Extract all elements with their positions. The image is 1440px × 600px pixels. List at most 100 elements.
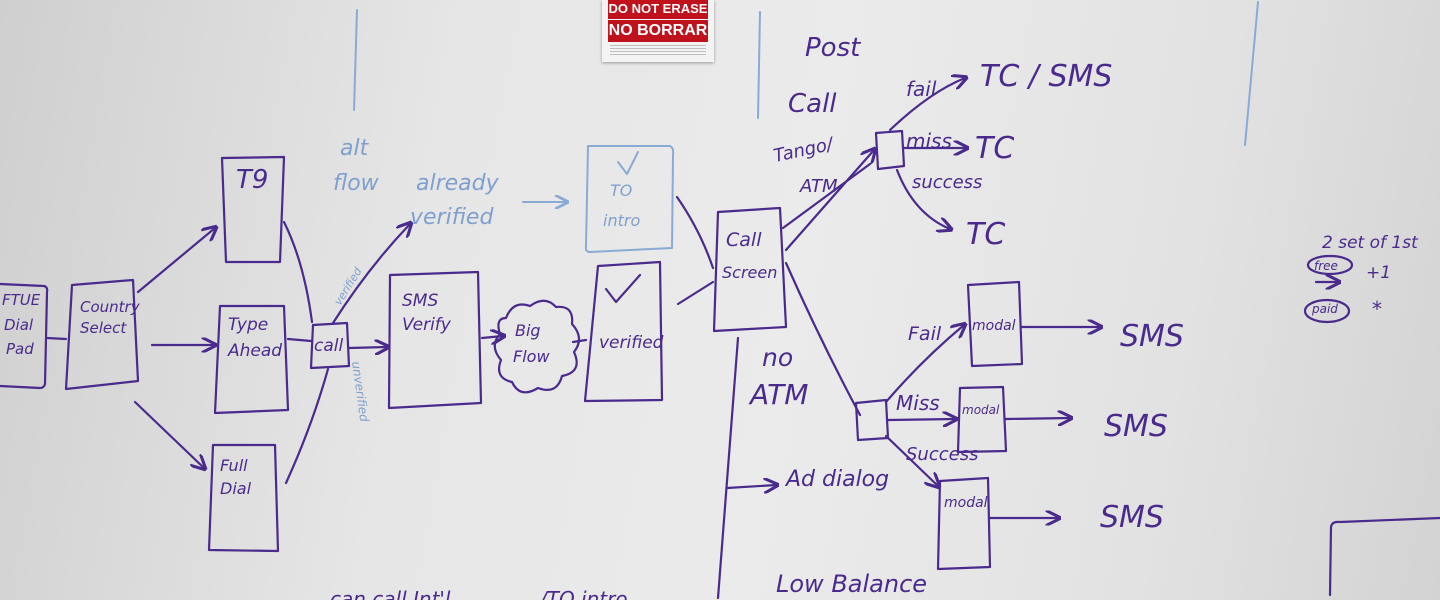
free-circle: [1306, 254, 1354, 276]
bottom-left-note: can call Int'l: [330, 587, 451, 600]
arrow-call-verified-up: [331, 224, 410, 325]
ftue-label-2: Dial: [4, 316, 34, 334]
paid-label: paid: [1311, 302, 1338, 316]
arrow-fail: [888, 78, 965, 132]
do-not-erase-sign: DO NOT ERASE NO BORRAR: [602, 0, 714, 62]
flow-annotations: alt flow already verified verified unver…: [330, 33, 1184, 600]
type-ahead-label-1: Type: [228, 315, 268, 335]
fail-label: fail: [906, 77, 937, 101]
arrow-smsverify-bigflow: [480, 336, 503, 338]
diagram-arrows: [45, 78, 1338, 600]
modal-1-label: modal: [972, 318, 1016, 334]
line-callscreen-postcall-2: [781, 162, 872, 230]
line-verified-callscreen: [676, 280, 715, 306]
no-atm-decision: [854, 398, 890, 442]
sms-verify-label-2: Verify: [402, 315, 452, 335]
call-screen-label-2: Screen: [722, 263, 777, 282]
no-atm-label-2: ATM: [748, 378, 808, 411]
no-atm-label-1: no: [762, 343, 793, 372]
to-intro-box: [584, 145, 675, 253]
to-intro-label-1: TO: [610, 181, 632, 200]
already-label: already: [416, 171, 500, 196]
tc-label-1: TC: [975, 131, 1014, 166]
alt-flow-verified-label: verified: [410, 205, 494, 230]
arrow-ftue-country: [45, 336, 68, 341]
call-label: call: [314, 336, 343, 356]
arrow-modal2-sms: [1004, 418, 1070, 419]
sign-line-1: DO NOT ERASE: [608, 0, 708, 19]
fail-2-label: Fail: [908, 323, 942, 345]
modal-2-label: modal: [962, 403, 1000, 417]
verified-box: [583, 260, 664, 403]
ftue-label-1: FTUE: [2, 291, 41, 309]
call-box: [309, 321, 351, 370]
to-intro-label-2: intro: [603, 211, 640, 230]
sms-label-1: SMS: [1120, 319, 1184, 354]
big-flow-label-1: Big: [515, 321, 541, 340]
side-note-title: 2 set of 1st: [1322, 233, 1419, 253]
big-flow-cloud: [493, 299, 581, 394]
post-call-label-2: Call: [788, 89, 837, 119]
country-select-box: [64, 278, 140, 391]
full-dial-label-2: Dial: [220, 479, 252, 498]
arrow-call-smsverify: [347, 347, 387, 348]
post-call-decision: [874, 129, 906, 171]
full-dial-box: [207, 443, 280, 553]
arrow-noatm-modal1: [884, 325, 964, 404]
modal-3-label: modal: [944, 495, 988, 511]
ftue-label-3: Pad: [6, 340, 34, 358]
success-2-label: Success: [906, 444, 978, 465]
blue-rule-lines: [353, 1, 1259, 146]
unverified-edge-label: unverified: [349, 360, 371, 422]
sms-verify-label-1: SMS: [402, 291, 438, 311]
arrow-callscreen-postcall: [784, 150, 874, 252]
line-t9-call: [282, 220, 314, 324]
alt-flow-label-2: flow: [333, 171, 380, 196]
call-screen-label-1: Call: [726, 229, 762, 251]
sign-line-2: NO BORRAR: [608, 20, 708, 42]
checkmark-verified: [604, 273, 642, 304]
miss-label: miss: [906, 129, 952, 153]
line-intro-callscreen: [675, 195, 715, 270]
miss-2-label: Miss: [896, 391, 940, 415]
modal-box-2: [956, 385, 1008, 454]
line-typeahead-call: [286, 337, 313, 343]
star-label: *: [1372, 297, 1382, 321]
alt-flow-label-1: alt: [340, 136, 370, 161]
tango-atm-label-2: ATM: [799, 176, 838, 197]
country-label-1: Country: [80, 298, 141, 316]
arrow-noatm-modal2: [886, 419, 955, 420]
ad-dialog-label: Ad dialog: [784, 467, 889, 492]
arrow-country-fulldial: [133, 400, 204, 468]
type-ahead-label-2: Ahead: [227, 341, 282, 361]
t9-label: T9: [236, 165, 268, 195]
type-ahead-box: [213, 304, 290, 415]
line-bigflow-verified: [571, 338, 588, 344]
paid-circle: [1303, 298, 1351, 324]
call-screen-box: [712, 206, 788, 333]
arrow-country-t9: [136, 228, 215, 294]
line-callscreen-noatm: [784, 261, 862, 417]
sign-fine-print: [610, 45, 706, 57]
success-label: success: [912, 172, 982, 193]
sms-label-2: SMS: [1104, 409, 1168, 444]
full-dial-label-1: Full: [220, 456, 248, 475]
bottom-middle-note: /TO intro: [538, 587, 628, 600]
tango-atm-label-1: Tango/: [772, 133, 837, 166]
diagram-boxes: [0, 129, 1440, 597]
tc-sms-label: TC / SMS: [980, 59, 1112, 94]
side-note-bracket: [1328, 516, 1440, 597]
free-label: free: [1314, 259, 1338, 273]
country-label-2: Select: [80, 319, 127, 337]
line-callscreen-down: [716, 336, 740, 600]
plus-one-label: +1: [1366, 263, 1391, 283]
side-note: 2 set of 1st free +1 paid *: [1311, 233, 1419, 321]
sms-verify-box: [387, 270, 483, 410]
arrow-noatm-modal3: [884, 434, 938, 486]
modal-box-3: [936, 476, 992, 571]
t9-box: [220, 155, 286, 264]
verified-label: verified: [599, 333, 664, 353]
line-fulldial-call: [284, 367, 330, 485]
